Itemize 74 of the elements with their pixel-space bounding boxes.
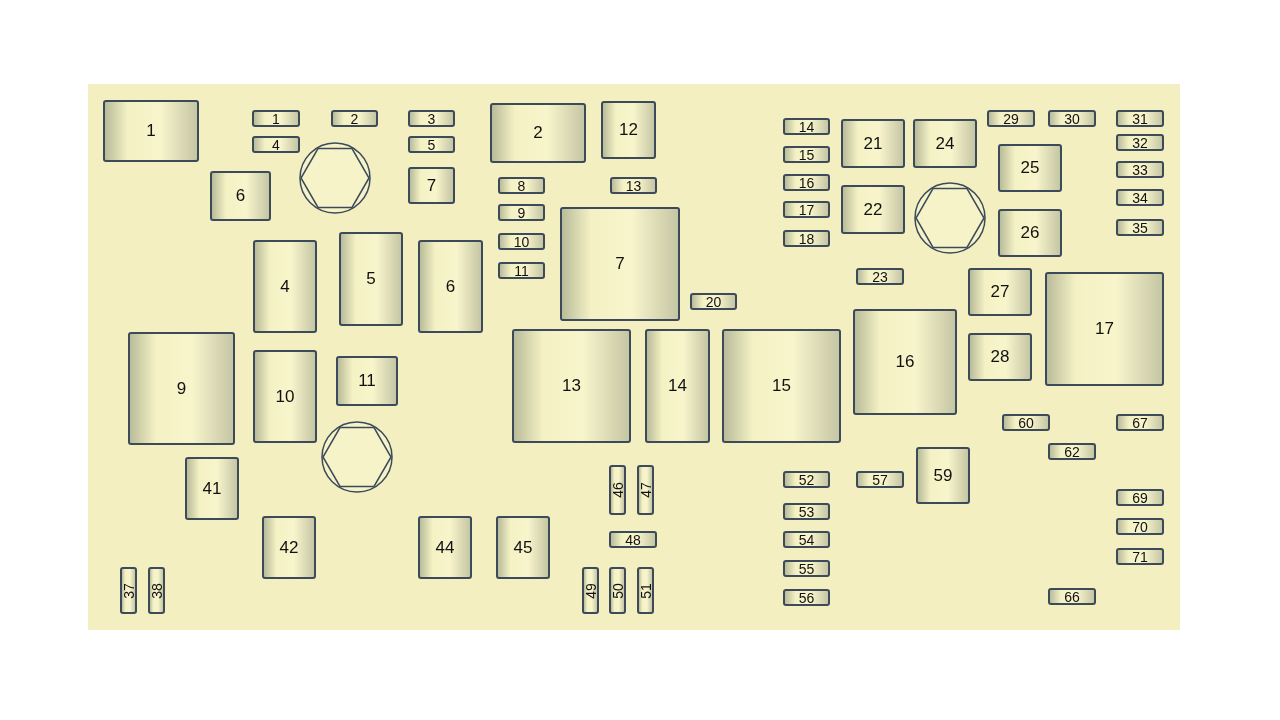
fuse-slot: 2	[331, 110, 378, 127]
relay-slot: 10	[253, 350, 317, 443]
relay-slot: 16	[853, 309, 957, 415]
relay-slot: 11	[336, 356, 398, 406]
fuse-slot: 18	[783, 230, 830, 247]
fuse-slot: 20	[690, 293, 737, 310]
relay-slot: 27	[968, 268, 1032, 316]
fuse-slot: 29	[987, 110, 1035, 127]
relay-slot: 28	[968, 333, 1032, 381]
fuse-slot: 3	[408, 110, 455, 127]
fuse-slot: 35	[1116, 219, 1164, 236]
fuse-slot: 15	[783, 146, 830, 163]
fuse-slot: 62	[1048, 443, 1096, 460]
relay-slot: 1	[103, 100, 199, 162]
fuse-slot: 38	[148, 567, 165, 614]
relay-slot: 12	[601, 101, 656, 159]
fuse-slot: 67	[1116, 414, 1164, 431]
fuse-slot: 46	[609, 465, 626, 515]
relay-slot: 6	[210, 171, 271, 221]
relay-slot: 15	[722, 329, 841, 443]
fuse-slot: 55	[783, 560, 830, 577]
relay-slot: 13	[512, 329, 631, 443]
relay-slot: 7	[408, 167, 455, 204]
fuse-slot: 33	[1116, 161, 1164, 178]
relay-slot: 9	[128, 332, 235, 445]
relay-slot: 21	[841, 119, 905, 168]
relay-slot: 25	[998, 144, 1062, 192]
fuse-slot: 16	[783, 174, 830, 191]
relay-slot: 44	[418, 516, 472, 579]
fuse-slot: 34	[1116, 189, 1164, 206]
relay-slot: 45	[496, 516, 550, 579]
fuse-slot: 37	[120, 567, 137, 614]
fuse-slot: 23	[856, 268, 904, 285]
fuse-slot: 60	[1002, 414, 1050, 431]
fuse-slot: 17	[783, 201, 830, 218]
fuse-slot: 53	[783, 503, 830, 520]
fuse-slot: 8	[498, 177, 545, 194]
fuse-slot: 5	[408, 136, 455, 153]
fuse-slot: 66	[1048, 588, 1096, 605]
relay-slot: 5	[339, 232, 403, 326]
fuse-slot: 71	[1116, 548, 1164, 565]
fuse-slot: 47	[637, 465, 654, 515]
fuse-slot: 49	[582, 567, 599, 614]
fuse-slot: 70	[1116, 518, 1164, 535]
fuse-slot: 48	[609, 531, 657, 548]
relay-slot: 17	[1045, 272, 1164, 386]
fuse-slot: 31	[1116, 110, 1164, 127]
relay-slot: 42	[262, 516, 316, 579]
relay-slot: 24	[913, 119, 977, 168]
fuse-slot: 4	[252, 136, 300, 153]
fuse-slot: 52	[783, 471, 830, 488]
fuse-slot: 14	[783, 118, 830, 135]
fuse-slot: 13	[610, 177, 657, 194]
fuse-slot: 56	[783, 589, 830, 606]
fuse-slot: 11	[498, 262, 545, 279]
relay-slot: 59	[916, 447, 970, 504]
relay-slot: 26	[998, 209, 1062, 257]
fuse-slot: 9	[498, 204, 545, 221]
relay-slot: 2	[490, 103, 586, 163]
relay-slot: 14	[645, 329, 710, 443]
fuse-slot: 1	[252, 110, 300, 127]
fuse-slot: 32	[1116, 134, 1164, 151]
fuse-slot: 10	[498, 233, 545, 250]
relay-slot: 4	[253, 240, 317, 333]
fuse-slot: 50	[609, 567, 626, 614]
fuse-slot: 54	[783, 531, 830, 548]
fuse-slot: 69	[1116, 489, 1164, 506]
fuse-slot: 57	[856, 471, 904, 488]
fuse-slot: 30	[1048, 110, 1096, 127]
relay-slot: 22	[841, 185, 905, 234]
relay-slot: 7	[560, 207, 680, 321]
fuse-slot: 51	[637, 567, 654, 614]
relay-slot: 41	[185, 457, 239, 520]
relay-slot: 6	[418, 240, 483, 333]
